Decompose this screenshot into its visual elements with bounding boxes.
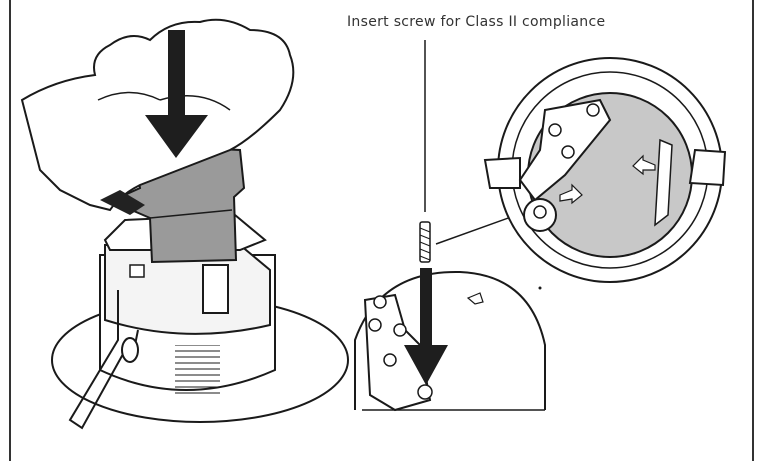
class-ii-screw-hole (533, 205, 547, 219)
bracket-screw-3 (561, 145, 575, 159)
vent-slots (175, 345, 220, 397)
wire-connector (202, 264, 229, 314)
latch (654, 138, 673, 227)
bracket-screw-2 (548, 123, 562, 137)
bracket-screw-1 (586, 103, 600, 117)
slide-arrow-left (632, 154, 656, 176)
bottom-device-dome (354, 268, 546, 412)
finger-line-1 (97, 91, 161, 101)
push-down-arrow (145, 30, 208, 158)
dome-arrow-marker (466, 292, 484, 305)
dome-screw-4 (383, 353, 397, 367)
dome-screw-1 (373, 295, 387, 309)
screw-callout (419, 40, 526, 263)
spring-clip-loop (121, 337, 139, 363)
frame-right-border (752, 0, 754, 461)
dome-screw-2 (368, 318, 382, 332)
right-tab (688, 148, 727, 187)
hand-illustration (20, 18, 295, 212)
top-view-detail (483, 57, 727, 283)
finger-line-2 (159, 95, 231, 111)
dome-screw-target (417, 384, 433, 400)
thumb-shadow (100, 190, 145, 215)
left-device-assembly (20, 18, 349, 430)
screw-callout-label: Insert screw for Class II compliance (347, 14, 606, 30)
dome-mark (538, 286, 542, 290)
insert-screw-arrow (404, 268, 448, 385)
dome-screw-3 (393, 323, 407, 337)
frame-left-border (9, 0, 11, 461)
dust-cover-fold (149, 209, 233, 219)
small-clip (129, 264, 145, 278)
screw-icon (419, 221, 431, 263)
left-tab (483, 156, 521, 189)
slide-arrow-right (559, 183, 583, 205)
